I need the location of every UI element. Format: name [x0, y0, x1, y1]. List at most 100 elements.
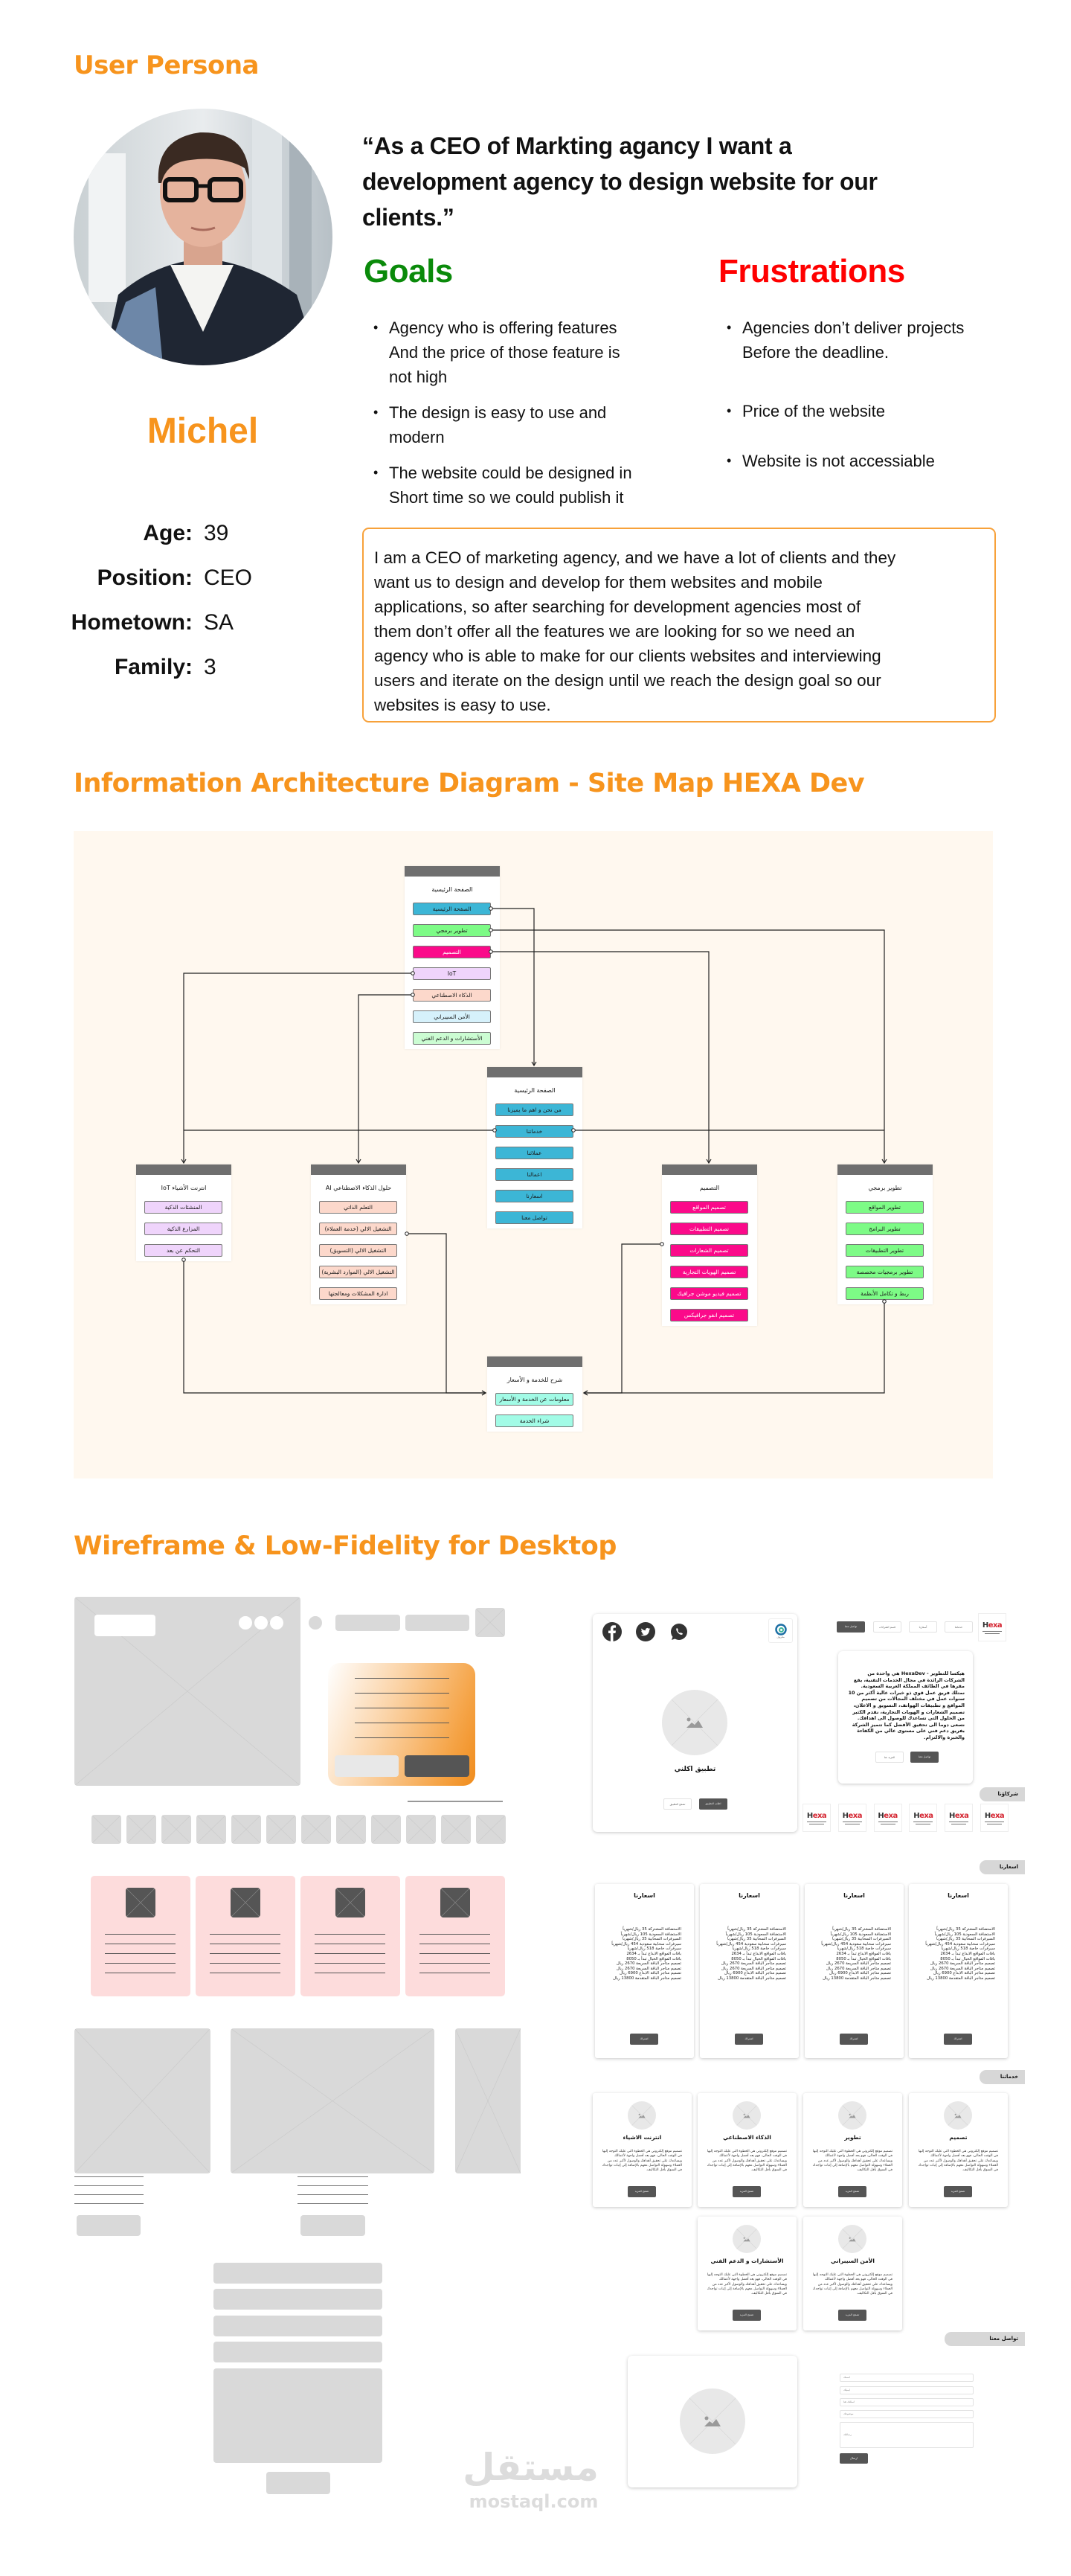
pricing-line: سيرفرات خاصة 518 ريال/شهريا	[941, 1947, 995, 1952]
partner-logo[interactable]: Hexa	[803, 1804, 831, 1832]
diagram-node[interactable]: IoT	[413, 967, 491, 980]
thumbnail-placeholder	[371, 1815, 401, 1844]
service-more-button[interactable]: تصفح المزيد	[838, 2186, 866, 2197]
diagram-box-header	[311, 1164, 406, 1175]
subscribe-button[interactable]: اشتراك	[944, 2034, 972, 2045]
email-field[interactable]: ايميلك	[840, 2386, 974, 2394]
twitter-icon[interactable]	[636, 1622, 655, 1641]
icon-placeholder	[231, 1888, 260, 1917]
services-tab[interactable]: خدماتنا	[980, 2070, 1025, 2084]
send-button[interactable]: ارسال	[840, 2453, 868, 2464]
diagram-node[interactable]: تطوير البرامج	[846, 1222, 924, 1235]
detail-label: Hometown:	[71, 610, 193, 635]
diagram-node[interactable]: عملائنا	[495, 1146, 573, 1159]
subscribe-button[interactable]: اشتراك	[630, 2034, 658, 2045]
diagram-node[interactable]: المنشئات الذكية	[144, 1200, 222, 1214]
thumbnail-placeholder	[441, 1815, 471, 1844]
partners-tab[interactable]: شركاؤنا	[980, 1787, 1025, 1801]
diagram-node[interactable]: اسعارنا	[495, 1189, 573, 1202]
whatsapp-icon[interactable]	[669, 1622, 689, 1641]
diagram-node[interactable]: من نحن و اهم ما يميزنا	[495, 1103, 573, 1116]
diagram-node[interactable]: تصميم انفو جرافيكس	[670, 1308, 748, 1321]
diagram-node[interactable]: تصميم فيديو موشن جرافيك	[670, 1287, 748, 1300]
diagram-node[interactable]: الأستشارات و الدعم الفني	[413, 1031, 491, 1045]
service-image-placeholder	[733, 2101, 761, 2130]
diagram-node[interactable]: التعلم الذاتي	[319, 1200, 397, 1214]
order-app-button[interactable]: اطلب التطبيق	[699, 1798, 727, 1810]
service-more-button[interactable]: تصفح المزيد	[733, 2310, 761, 2321]
text-line-placeholder	[210, 1963, 280, 1964]
diagram-node[interactable]: تطوير التطبيقات	[846, 1243, 924, 1257]
maroof-badge[interactable]: معروف	[768, 1618, 793, 1643]
partner-logo[interactable]: Hexa	[945, 1804, 974, 1832]
diagram-node[interactable]: التصميم	[413, 945, 491, 958]
contact-tab[interactable]: تواصل معنا	[945, 2332, 1025, 2346]
connector-line	[181, 973, 413, 1164]
pricing-line: تصميم متاجر الباقة المتقدمة 13800 ريال	[823, 1976, 891, 1981]
detail-value: 39	[204, 521, 229, 545]
form-field-placeholder	[213, 2289, 382, 2310]
diagram-node[interactable]: الصفحة الرئيسية	[413, 902, 491, 915]
diagram-node[interactable]: التشغيل الالي (الموارد البشرية)	[319, 1265, 397, 1278]
nav-services-link[interactable]: خدماتنا	[945, 1621, 973, 1633]
diagram-node[interactable]: خدماتنا	[495, 1124, 573, 1138]
partner-logo[interactable]: Hexa	[909, 1804, 938, 1832]
diagram-box-header	[405, 866, 500, 877]
diagram-node[interactable]: تطوير برمجي	[413, 923, 491, 937]
partner-logo-wordmark: Hexa	[913, 1811, 933, 1820]
subscribe-button[interactable]: اشتراك	[840, 2034, 868, 2045]
pricing-line: الاستضافة المشتركة 35 ريال/شهرياً	[936, 1927, 995, 1932]
diagram-box-header	[487, 1356, 582, 1367]
diagram-box-header	[487, 1067, 582, 1077]
diagram-node[interactable]: تطوير المواقع	[846, 1200, 924, 1214]
form-field-placeholder	[213, 2342, 382, 2362]
name-field[interactable]: اسمك	[840, 2374, 974, 2382]
diagram-node[interactable]: تصميم التطبيقات	[670, 1222, 748, 1235]
diagram-node[interactable]: الذكاء الاصطناعي	[413, 988, 491, 1002]
pricing-line: سيرفرات خاصة 518 ريال/شهريا	[732, 1947, 786, 1952]
diagram-node[interactable]: المزارع الذكية	[144, 1222, 222, 1235]
partner-logo-wordmark: Hexa	[984, 1811, 1005, 1820]
partner-logo[interactable]: Hexa	[837, 1804, 866, 1832]
about-more-button[interactable]: المزيد عنا	[875, 1752, 904, 1763]
diagram-node[interactable]: معلومات عن الخدمة و الأسعار	[495, 1392, 573, 1406]
partner-logo[interactable]: Hexa	[980, 1804, 1009, 1832]
hexa-nav-logo[interactable]: Hexa	[978, 1613, 1006, 1641]
facebook-icon[interactable]	[602, 1622, 622, 1641]
service-more-button[interactable]: تصفح المزيد	[838, 2310, 866, 2321]
diagram-node[interactable]: ادارة المشكلات ومعالجتها	[319, 1287, 397, 1300]
text-line-placeholder	[105, 1963, 176, 1964]
pricing-line: باقات المواقع الخيال تبدأ بـ 8050	[940, 1956, 995, 1961]
nav-contact-button[interactable]: تواصل معنا	[837, 1621, 865, 1633]
diagram-node[interactable]: تصميم الهويات التجارية	[670, 1265, 748, 1278]
service-more-button[interactable]: تصفح المزيد	[733, 2186, 761, 2197]
diagram-node[interactable]: الأمن السيبراني	[413, 1010, 491, 1023]
diagram-node[interactable]: تطوير برمجيات مخصصة	[846, 1265, 924, 1278]
message-textarea[interactable]: رسالتك	[840, 2422, 974, 2448]
diagram-node[interactable]: تصميم المواقع	[670, 1200, 748, 1214]
pricing-line: السيرفرات السحابية 35 ريال/شهريا	[832, 1937, 891, 1942]
about-contact-button[interactable]: تواصل معنا	[910, 1752, 939, 1763]
nav-companies-link[interactable]: قسم الشركات	[873, 1621, 901, 1633]
diagram-node[interactable]: اعمالنا	[495, 1167, 573, 1181]
diagram-node[interactable]: تصميم الشعارات	[670, 1243, 748, 1257]
diagram-node[interactable]: ربط و تكامل الأنظمة	[846, 1287, 924, 1300]
diagram-node[interactable]: التشغيل الالي (خدمة العملاء)	[319, 1222, 397, 1235]
diagram-node[interactable]: التحكم عن بعد	[144, 1243, 222, 1257]
diagram-node[interactable]: شراء الخدمة	[495, 1414, 573, 1427]
diagram-node[interactable]: التشغيل الالي (التسويق)	[319, 1243, 397, 1257]
questions-field[interactable]: اسئلتك هنا	[840, 2398, 974, 2406]
service-more-button[interactable]: تصفح المزيد	[628, 2186, 656, 2197]
subject-field[interactable]: موضوعك	[840, 2410, 974, 2418]
pricing-tab[interactable]: اسعارنا	[980, 1860, 1025, 1874]
subscribe-button[interactable]: اشتراك	[735, 2034, 763, 2045]
maroof-label: معروف	[776, 1635, 785, 1638]
diagram-node[interactable]: تواصل معنا	[495, 1211, 573, 1224]
nav-prices-link[interactable]: أسعارنا	[909, 1621, 937, 1633]
service-more-button[interactable]: تصفح المزيد	[944, 2186, 972, 2197]
browse-app-button[interactable]: تصفح التطبيق	[663, 1798, 692, 1810]
partner-logo[interactable]: Hexa	[873, 1804, 902, 1832]
